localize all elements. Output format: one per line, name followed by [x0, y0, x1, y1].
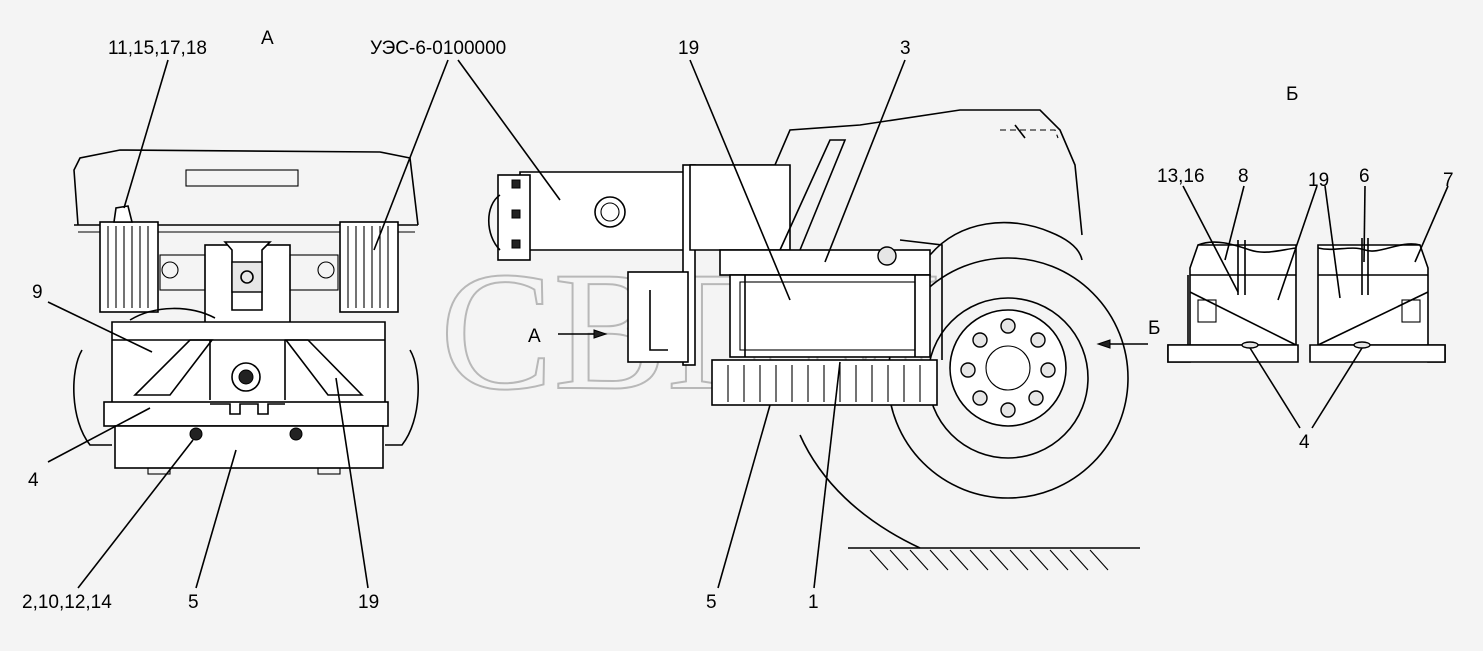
- right-battery-ribs: [347, 226, 389, 308]
- callout-assembly: УЭС-6-0100000: [370, 38, 506, 59]
- ground-hatching: [869, 549, 1109, 571]
- callout-6: 6: [1359, 166, 1370, 187]
- leader-lines: [47, 59, 1449, 589]
- callout-9: 9: [32, 282, 43, 303]
- callout-5-mid: 5: [706, 592, 717, 613]
- callout-11-15-17-18: 11,15,17,18: [108, 38, 207, 59]
- tray-ribs: [727, 365, 921, 402]
- callout-19-right: 19: [1308, 170, 1329, 191]
- left-battery-ribs: [107, 226, 149, 308]
- callout-8: 8: [1238, 166, 1249, 187]
- callout-1: 1: [808, 592, 819, 613]
- callout-4-right: 4: [1299, 432, 1310, 453]
- arrow-a-label: А: [528, 326, 541, 347]
- view-b-title: Б: [1286, 84, 1298, 105]
- arrow-b-label: Б: [1148, 318, 1160, 339]
- view-b-drawing: [1167, 238, 1446, 363]
- callout-19-left: 19: [358, 592, 379, 613]
- callout-4-left: 4: [28, 470, 39, 491]
- callout-2-10-12-14: 2,10,12,14: [22, 592, 112, 613]
- view-a-drawing: [73, 149, 419, 475]
- callout-5-left: 5: [188, 592, 199, 613]
- side-view-drawing: [488, 109, 1140, 571]
- view-a-title: А: [261, 28, 274, 49]
- callout-3: 3: [900, 38, 911, 59]
- callout-7: 7: [1443, 170, 1454, 191]
- callout-13-16: 13,16: [1157, 166, 1205, 187]
- wheel-nuts: [960, 318, 1056, 418]
- callout-19-mid: 19: [678, 38, 699, 59]
